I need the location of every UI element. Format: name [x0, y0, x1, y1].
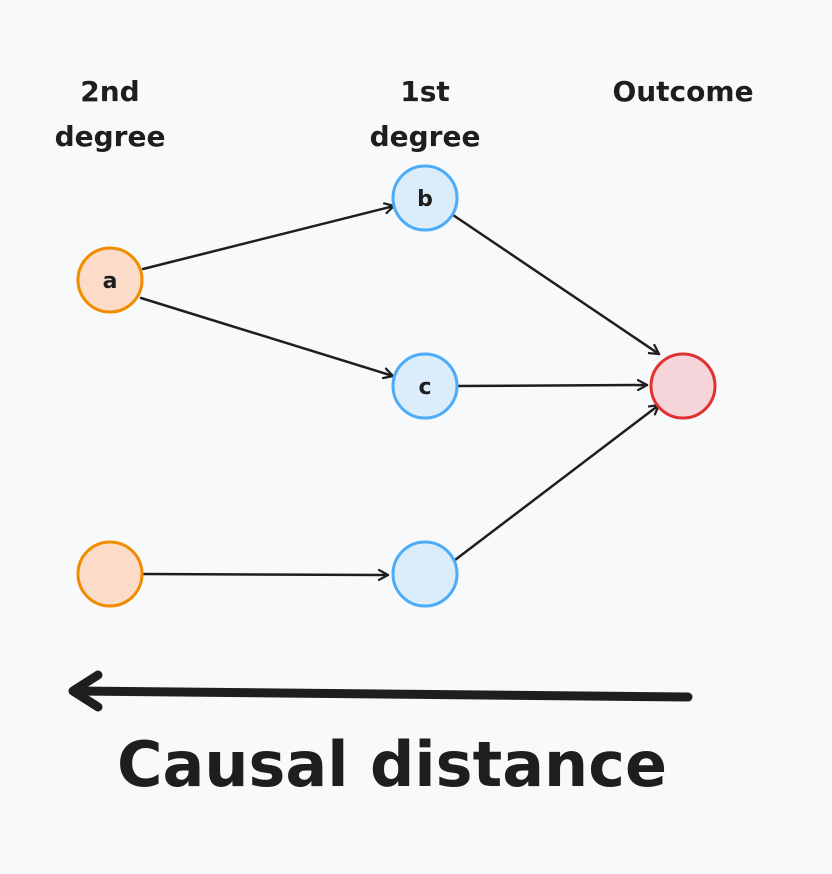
node-b: b [391, 164, 459, 232]
edge-unlabeled-first-to-outcome [453, 403, 661, 562]
column-label-outcome: Outcome [612, 75, 753, 108]
causal-distance-arrow-head [68, 670, 103, 712]
causal-distance-arrow [68, 670, 693, 712]
causal-distance-arrow-shaft [69, 686, 693, 702]
node-first-degree-unlabeled-circle [391, 540, 459, 608]
edge-unlabeled-second-to-first [141, 574, 390, 575]
column-label-second-degree-line2: degree [55, 120, 166, 153]
node-c-circle [391, 352, 459, 420]
edge-a-to-b [141, 206, 396, 271]
node-b-circle [391, 164, 459, 232]
node-second-degree-unlabeled-circle [76, 540, 144, 608]
edge-c-to-outcome [456, 385, 649, 386]
node-outcome-circle [649, 352, 717, 420]
edge-b-to-outcome [451, 213, 661, 356]
edges [139, 206, 661, 575]
node-second-degree-unlabeled [76, 540, 144, 608]
node-a-circle [76, 246, 144, 314]
node-a: a [76, 246, 144, 314]
node-outcome [649, 352, 717, 420]
node-c-label: c [418, 375, 431, 400]
node-b-label: b [417, 187, 433, 212]
column-label-first-degree-line2: degree [370, 120, 481, 153]
causal-distance-label: Causal distance [117, 728, 667, 801]
column-label-first-degree-line1: 1st [400, 75, 450, 108]
node-first-degree-unlabeled [391, 540, 459, 608]
edge-a-to-c [139, 296, 395, 376]
node-a-label: a [103, 269, 118, 294]
node-c: c [391, 352, 459, 420]
column-label-second-degree-line1: 2nd [80, 75, 139, 108]
